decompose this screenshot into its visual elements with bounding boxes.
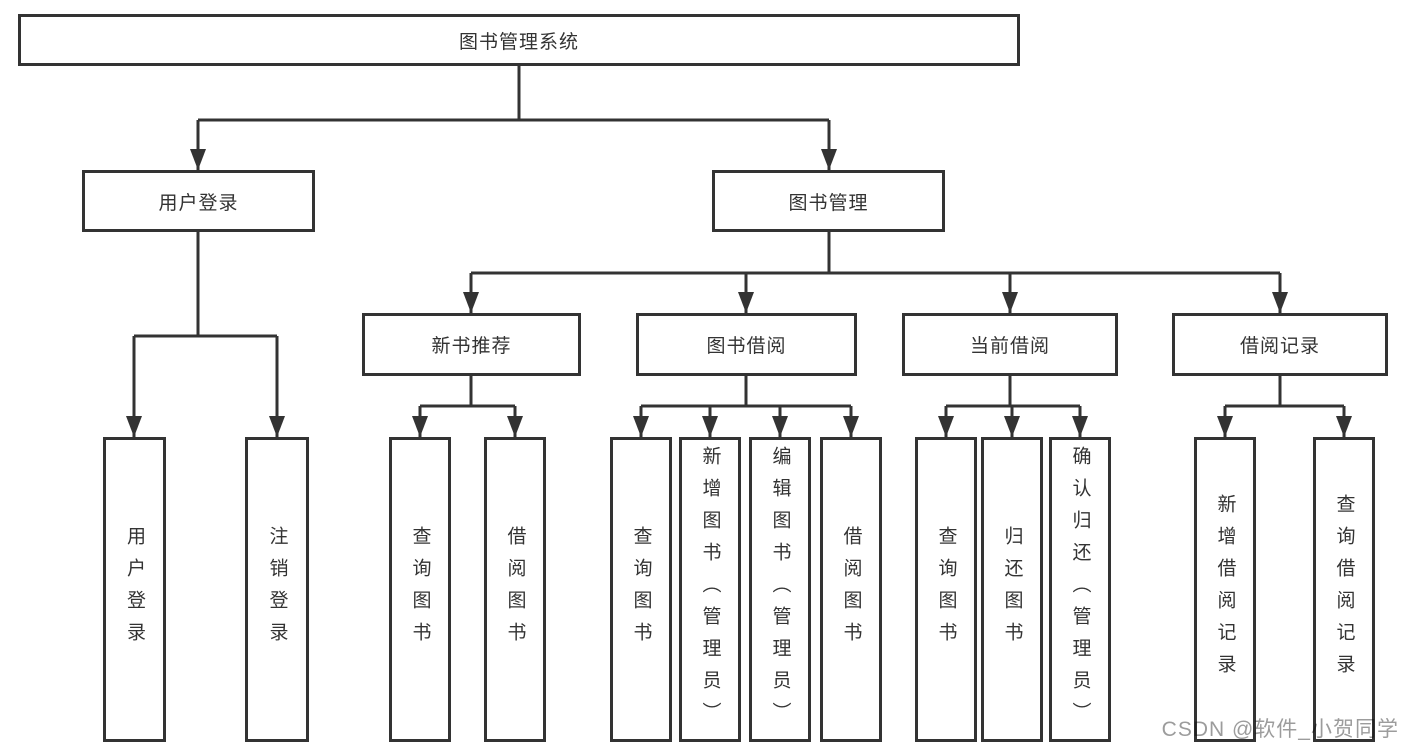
node-leaf-query-borrow-record: 查询借阅记录	[1313, 437, 1375, 742]
arrow-down-icons	[126, 149, 1352, 437]
node-leaf-query-books-borrow: 查询图书	[610, 437, 672, 742]
node-leaf-query-books-current: 查询图书	[915, 437, 977, 742]
leaf-label: 注销登录	[266, 525, 288, 654]
node-book-management: 图书管理	[712, 170, 945, 232]
node-user-login: 用户登录	[82, 170, 315, 232]
arrow-down-icon	[702, 416, 718, 437]
leaf-label: 查询图书	[630, 525, 652, 654]
node-leaf-borrow-books-recommend: 借阅图书	[484, 437, 546, 742]
leaf-label: 借阅图书	[840, 525, 862, 654]
node-leaf-add-borrow-record: 新增借阅记录	[1194, 437, 1256, 742]
tree-edges	[132, 66, 1346, 437]
node-new-book-recommend: 新书推荐	[362, 313, 581, 376]
leaf-label: 新增图书（管理员）	[699, 445, 721, 734]
node-book-borrow: 图书借阅	[636, 313, 857, 376]
leaf-label: 编辑图书（管理员）	[769, 445, 791, 734]
arrow-down-icon	[269, 416, 285, 437]
arrow-down-icon	[738, 292, 754, 313]
arrow-down-icon	[1004, 416, 1020, 437]
node-borrow-records: 借阅记录	[1172, 313, 1388, 376]
arrow-down-icon	[821, 149, 837, 170]
node-leaf-add-book-admin: 新增图书（管理员）	[679, 437, 741, 742]
node-current-borrow: 当前借阅	[902, 313, 1118, 376]
leaf-label: 用户登录	[124, 525, 145, 654]
arrow-down-icon	[412, 416, 428, 437]
arrow-down-icon	[772, 416, 788, 437]
arrow-down-icon	[843, 416, 859, 437]
node-leaf-user-login: 用户登录	[103, 437, 166, 742]
arrow-down-icon	[1336, 416, 1352, 437]
node-leaf-borrow-books: 借阅图书	[820, 437, 882, 742]
arrow-down-icon	[633, 416, 649, 437]
node-leaf-confirm-return-admin: 确认归还（管理员）	[1049, 437, 1111, 742]
node-root: 图书管理系统	[18, 14, 1020, 66]
leaf-label: 查询图书	[935, 525, 957, 654]
arrow-down-icon	[507, 416, 523, 437]
leaf-label: 确认归还（管理员）	[1069, 445, 1091, 734]
arrow-down-icon	[1002, 292, 1018, 313]
arrow-down-icon	[1272, 292, 1288, 313]
arrow-down-icon	[938, 416, 954, 437]
arrow-down-icon	[190, 149, 206, 170]
arrow-down-icon	[1072, 416, 1088, 437]
arrow-down-icon	[463, 292, 479, 313]
watermark: CSDN @软件_小贺同学	[1161, 718, 1399, 741]
arrow-down-icon	[126, 416, 142, 437]
node-leaf-return-book: 归还图书	[981, 437, 1043, 742]
leaf-label: 查询借阅记录	[1333, 493, 1355, 686]
leaf-label: 借阅图书	[504, 525, 526, 654]
arrow-down-icon	[1217, 416, 1233, 437]
leaf-label: 新增借阅记录	[1214, 493, 1236, 686]
leaf-label: 归还图书	[1001, 525, 1023, 654]
node-leaf-query-books-recommend: 查询图书	[389, 437, 451, 742]
node-leaf-edit-book-admin: 编辑图书（管理员）	[749, 437, 811, 742]
node-leaf-logout: 注销登录	[245, 437, 309, 742]
leaf-label: 查询图书	[409, 525, 431, 654]
